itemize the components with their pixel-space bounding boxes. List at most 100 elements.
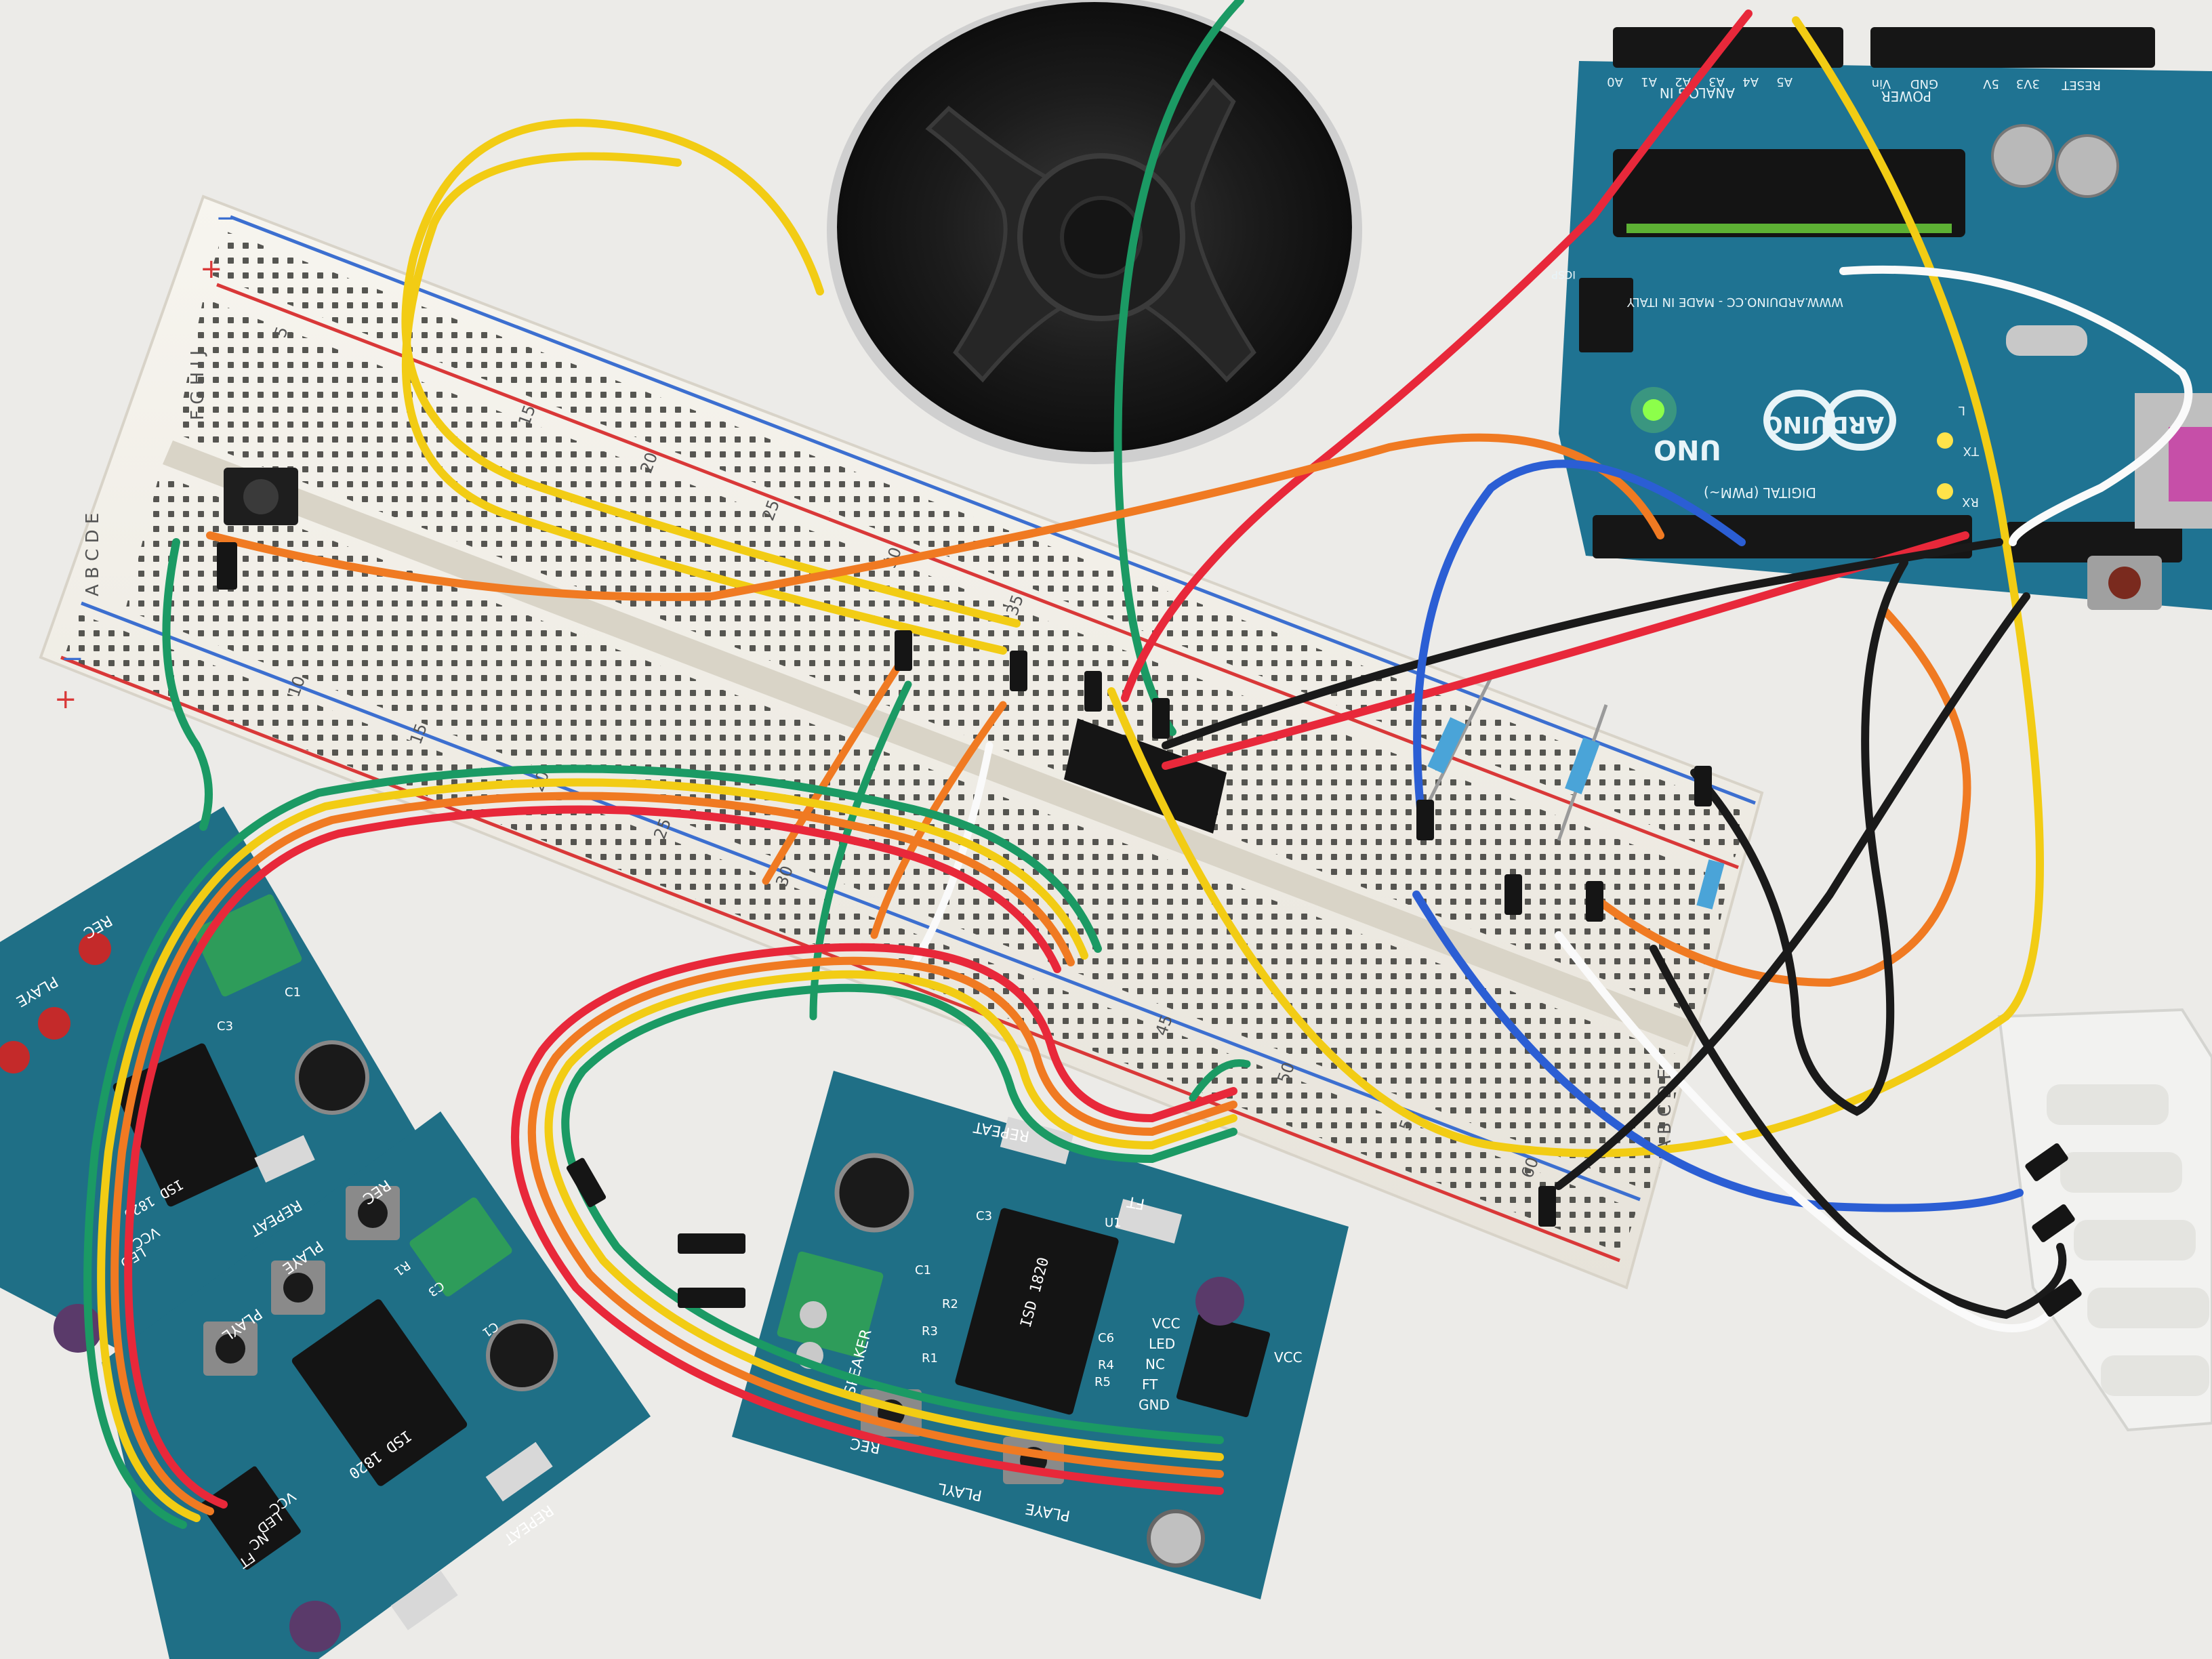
module-c-pin-vcc-right: VCC xyxy=(1274,1349,1303,1366)
voice-module-c: REPEAT FT SPEAKER ISD 1820 PLAYE PLAYL R… xyxy=(732,1071,1349,1599)
module-c-pin-ft: FT xyxy=(1142,1376,1158,1393)
module-c-header xyxy=(1176,1313,1271,1418)
wire-yellow-loop-1 xyxy=(401,119,1021,628)
arduino-uno-board: ARDUINO UNO WWW.ARDUINO.CC - MADE IN ITA… xyxy=(1551,27,2212,610)
module-b-switch-ft[interactable] xyxy=(390,1570,458,1631)
rail-minus-bottom: − xyxy=(61,643,84,674)
module-b-header xyxy=(201,1466,301,1570)
pin-label-a2: A2 xyxy=(1675,75,1691,89)
tx-label: TX xyxy=(1963,444,1980,458)
arduino-logo xyxy=(1763,390,1896,451)
ribbon-orange-2 xyxy=(110,792,1075,1515)
module-c-microphone xyxy=(834,1153,914,1233)
module-b-chip xyxy=(291,1299,468,1486)
top-rail-blue xyxy=(230,215,1756,805)
ribbon-orange-1 xyxy=(527,956,1237,1478)
module-b-terminal-block xyxy=(409,1197,512,1297)
rail-plus-top: + xyxy=(200,253,223,285)
voice-module-b: REC PLAYE PLAYL REPEAT ISD 1820 VCC LED … xyxy=(102,1111,651,1659)
module-b-switch[interactable] xyxy=(485,1441,553,1502)
pin-label-3v3: 3V3 xyxy=(2016,77,2040,91)
module-a-button-playe[interactable] xyxy=(38,1007,70,1040)
module-c-ref-u1: U1 xyxy=(1105,1216,1122,1230)
tx-led xyxy=(1937,432,1953,449)
pin-label-5v: 5V xyxy=(1983,77,1999,91)
wire-yellow-long xyxy=(1107,16,2044,1158)
wire-white-terminal xyxy=(1555,931,2064,1332)
rows-label-top: F G H I J xyxy=(188,350,208,420)
pin-label-a1: A1 xyxy=(1641,75,1657,89)
ribbon-red-1 xyxy=(511,943,1237,1495)
module-a-button-rec[interactable] xyxy=(79,933,111,965)
power-header-label: POWER xyxy=(1881,88,1931,104)
usb-plug xyxy=(2169,427,2212,501)
module-c-ref-c6: C6 xyxy=(1098,1331,1114,1345)
jumper-wires xyxy=(83,0,2193,1529)
module-c-terminal-block xyxy=(777,1251,884,1358)
rail-plus-bottom: + xyxy=(54,684,77,715)
crystal xyxy=(2006,325,2087,356)
ribbon-yellow-2 xyxy=(97,778,1088,1522)
pin-label-a0: A0 xyxy=(1607,75,1623,89)
wire-blue-1 xyxy=(1413,459,1746,838)
module-c-screw-1 xyxy=(800,1301,827,1328)
module-c-pin-gnd: GND xyxy=(1139,1397,1170,1413)
wire-black-terminal-1 xyxy=(1690,558,1908,1116)
reset-label: RESET xyxy=(2061,78,2101,92)
pin-label-a4: A4 xyxy=(1742,75,1759,89)
terminal-cell-5 xyxy=(2101,1355,2209,1396)
module-c-ref-c3: C3 xyxy=(976,1209,992,1223)
atmega-chip xyxy=(1613,149,1965,237)
wire-orange-short-1 xyxy=(762,647,912,885)
module-c-ref-r2: R2 xyxy=(942,1297,958,1311)
module-c-ref-r3: R3 xyxy=(922,1324,938,1338)
wire-white-arduino xyxy=(1839,265,2193,546)
terminal-cell-3 xyxy=(2074,1220,2196,1261)
module-a-capacitor xyxy=(54,1304,102,1353)
module-c-label-ft: FT xyxy=(1126,1193,1146,1212)
icsp-header xyxy=(1579,278,1633,352)
resistor-icon xyxy=(1421,676,1725,909)
module-c-switch-repeat[interactable] xyxy=(1000,1116,1074,1165)
terminal-cell-4 xyxy=(2087,1288,2209,1328)
speaker-center xyxy=(1060,196,1143,279)
push-button-cap[interactable] xyxy=(243,479,279,514)
terminal-cell-1 xyxy=(2047,1084,2169,1125)
wire-orange-right xyxy=(1595,606,1971,987)
module-a-ref-c3: C3 xyxy=(217,1019,233,1033)
module-a-button-playl[interactable] xyxy=(0,1041,30,1073)
reset-button[interactable] xyxy=(2108,567,2141,599)
module-c-capacitor-1 xyxy=(1195,1277,1244,1326)
module-c-pin-vcc: VCC xyxy=(1152,1315,1181,1332)
module-b-microphone xyxy=(486,1319,558,1391)
ribbon-red-2 xyxy=(124,805,1061,1509)
module-c-switch-ft[interactable] xyxy=(1115,1199,1183,1244)
ribbon-green-2 xyxy=(83,764,1102,1529)
rx-label: RX xyxy=(1962,495,1979,509)
wire-orange-short-2 xyxy=(870,701,1007,939)
module-b-capacitor xyxy=(289,1601,341,1652)
module-c-ref-r1: R1 xyxy=(922,1351,938,1366)
pin-label-a3: A3 xyxy=(1708,75,1725,89)
power-header xyxy=(1870,27,2155,68)
dupont-connectors xyxy=(217,542,2082,1317)
wire-green-header xyxy=(1189,1059,1251,1102)
pin-label-vin: Vin xyxy=(1872,77,1891,91)
wire-yellow-loop-2 xyxy=(401,152,1007,655)
terminal-block-icon xyxy=(1997,1008,2212,1432)
wire-black-digital xyxy=(1162,538,2003,750)
wire-orange-long xyxy=(206,433,1664,601)
l-label: L xyxy=(1959,403,1965,417)
pin-label-a5: A5 xyxy=(1776,75,1793,89)
digital-header-label: DIGITAL (PWM~) xyxy=(1704,485,1816,501)
arduino-url-text: WWW.ARDUINO.CC - MADE IN ITALY xyxy=(1626,295,1843,309)
wire-black-terminal-2 xyxy=(1650,945,2067,1319)
speaker-icon xyxy=(827,0,1362,464)
module-a-switch[interactable] xyxy=(254,1134,315,1183)
ribbon-green-1 xyxy=(561,983,1237,1444)
microphone-icon xyxy=(295,1040,369,1115)
module-c-pin-nc: NC xyxy=(1145,1356,1165,1372)
chip-pins-highlight xyxy=(1626,224,1952,233)
arduino-brand-text: ARDUINO xyxy=(1763,411,1884,438)
